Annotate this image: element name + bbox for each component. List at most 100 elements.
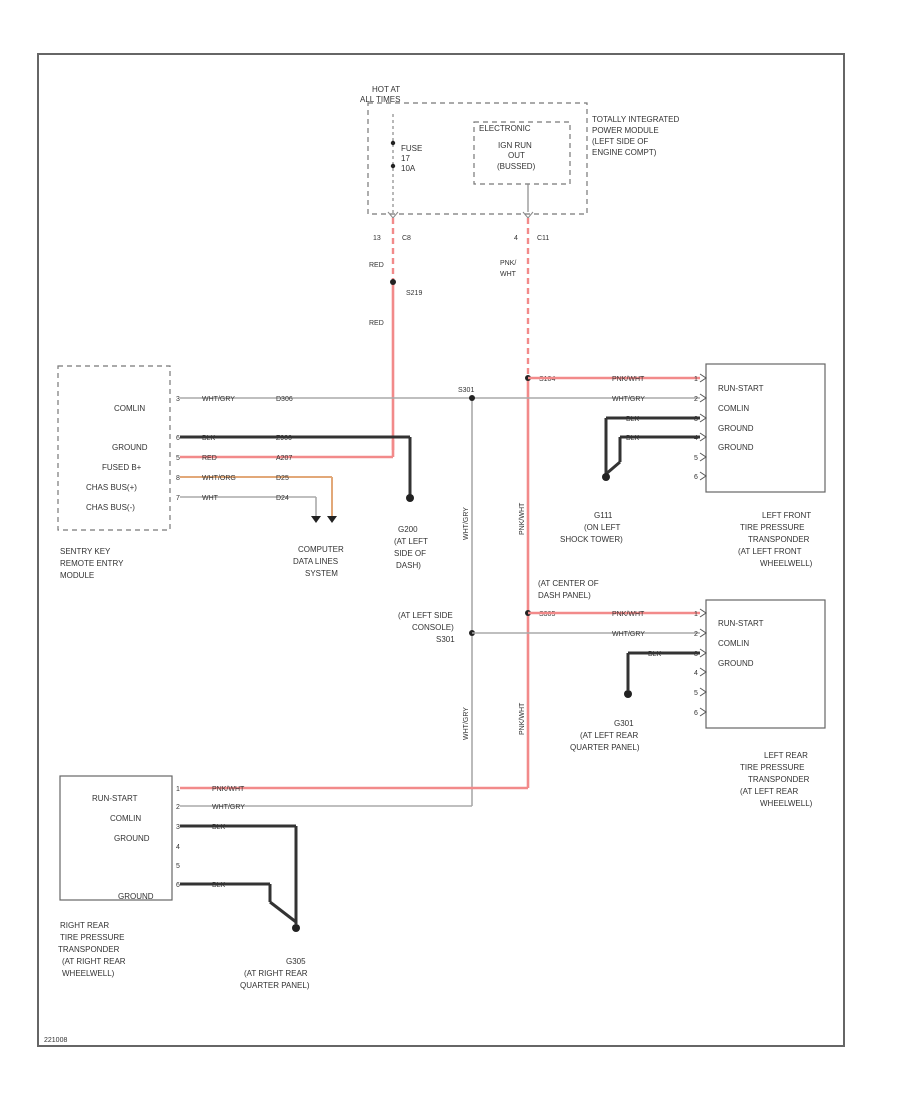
sentry-pin-8: 8 [176,475,180,482]
rr-pin-6: 6 [176,882,180,889]
lr-label-runstart: RUN-START [718,619,764,628]
rr-label-comlin: COMLIN [110,814,141,823]
rr-wire-runstart: PNK/WHT [212,786,245,793]
lf-caption-line3: TRANSPONDER [748,535,810,544]
vert-pnk-wht-upper: PNK/WHT [519,502,526,535]
data-line-arrow-minus [311,516,321,523]
console-splice: (AT LEFT SIDE CONSOLE) S301 [398,611,455,644]
conn-c8-pin: 13 [373,235,381,242]
g200-line3: SIDE OF [394,549,426,558]
lr-wire-runstart: PNK/WHT [612,611,645,618]
rr-label-runstart: RUN-START [92,794,138,803]
lf-pin-1: 1 [694,376,698,383]
lr-sensor-box [705,599,826,729]
sentry-pin-label-chasbus-minus: CHAS BUS(-) [86,503,135,512]
conn-c11-pin: 4 [514,235,518,242]
lf-wire-ground2: BLK [626,435,640,442]
diagram-id: 221008 [44,1037,67,1044]
lf-label-runstart: RUN-START [718,384,764,393]
red-wire-label-2: RED [369,320,384,327]
sentry-caption-line2: REMOTE ENTRY [60,559,124,568]
rr-wire-ground2: BLK [212,882,226,889]
relay-line3: OUT [508,151,525,160]
rr-caption-line4: (AT RIGHT REAR [62,957,126,966]
lf-label-ground2: GROUND [718,443,754,452]
lr-label-ground: GROUND [718,659,754,668]
hot-at-line2: ALL TIMES [360,95,400,104]
lr-caption-line5: WHEELWELL) [760,799,813,808]
rr-sensor-box [59,775,173,901]
sentry-pin-label-ground: GROUND [112,443,148,452]
splice-s219: S219 [406,290,422,297]
relay-line2: IGN RUN [498,141,532,150]
center-dash-line1: (AT CENTER OF [538,579,599,588]
lr-pin-4: 4 [694,670,698,677]
sentry-pin-label-comlin: COMLIN [114,404,145,413]
rr-pin-1: 1 [176,786,180,793]
right-rear-sensor: PNK/WHT WHT/GRY BLK BLK 1 2 3 4 5 6 RUN-… [58,775,528,990]
lr-wire-ground: BLK [648,651,662,658]
rr-pin-4: 4 [176,844,180,851]
power-module-line1: TOTALLY INTEGRATED [592,115,680,124]
rr-wire-ground1: BLK [212,824,226,831]
diagram-frame [37,53,845,1047]
rr-pin-3: 3 [176,824,180,831]
lf-pin-5: 5 [694,455,698,462]
ground-g200: G200 (AT LEFT SIDE OF DASH) [394,494,428,570]
sentry-wire-comlin: WHT/GRY [202,396,235,403]
g200-line2: (AT LEFT [394,537,428,546]
lf-pin-4: 4 [694,435,698,442]
sentry-caption-line1: SENTRY KEY [60,547,111,556]
computer-caption-line3: SYSTEM [305,569,338,578]
sentry-pin-7: 7 [176,495,180,502]
lr-wire-comlin: WHT/GRY [612,631,645,638]
vert-pnk-wht-lower: PNK/WHT [519,702,526,735]
console-line3: S301 [436,635,455,644]
sentry-circ-ground: Z906 [276,435,292,442]
sentry-pin-3: 3 [176,396,180,403]
sentry-pin-5: 5 [176,455,180,462]
relay-line1: ELECTRONIC [479,124,531,133]
rr-caption-line3: TRANSPONDER [58,945,120,954]
sentry-wire-chasbus-minus: WHT [202,495,219,502]
g111-line3: SHOCK TOWER) [560,535,623,544]
rr-label-ground1: GROUND [114,834,150,843]
lf-caption-line4: (AT LEFT FRONT [738,547,802,556]
left-front-sensor: S104 PNK/WHT WHT/GRY BLK BLK 1 2 3 4 5 6… [528,363,826,568]
splice-s301-top: S301 [458,387,474,394]
lr-pin-6: 6 [694,710,698,717]
computer-caption-line2: DATA LINES [293,557,338,566]
sentry-circ-comlin: D306 [276,396,293,403]
data-line-arrow-plus [327,516,337,523]
splice-s305: S305 [539,611,555,618]
sentry-pin-6: 6 [176,435,180,442]
left-rear-sensor: (AT CENTER OF DASH PANEL) S305 PNK/WHT W… [472,579,826,808]
lr-pin-1: 1 [694,611,698,618]
power-module-line4: ENGINE COMPT) [592,148,657,157]
ground-g305-icon [292,924,300,932]
lf-pin-2: 2 [694,396,698,403]
sentry-pin-label-chasbus-plus: CHAS BUS(+) [86,483,137,492]
pnk-wht-run-wire: PNK/ WHT PNK/WHT PNK/WHT [500,218,531,788]
power-module-box [367,102,588,215]
conn-c11: C11 [537,235,549,242]
g301-line2: (AT LEFT REAR [580,731,638,740]
sentry-circ-fused: A207 [276,455,292,462]
pnk-wht-label-line2: WHT [500,271,517,278]
hot-at-line1: HOT AT [372,85,400,94]
g305-line2: (AT RIGHT REAR [244,969,308,978]
computer-data-lines: COMPUTER DATA LINES SYSTEM [293,516,344,578]
g111-line1: G111 [594,511,613,520]
g301-line1: G301 [614,719,634,728]
comlin-bus: S301 WHT/GRY WHT/GRY [180,387,700,806]
lf-wire-runstart: PNK/WHT [612,376,645,383]
lr-pin-5: 5 [694,690,698,697]
lr-pin-3: 3 [694,651,698,658]
lr-caption-line1: LEFT REAR [764,751,808,760]
lf-wire-ground1: BLK [626,416,640,423]
relay-line4: (BUSSED) [497,162,536,171]
sentry-circ-chasbus-minus: D24 [276,495,289,502]
power-module-line2: POWER MODULE [592,126,659,135]
g305-line1: G305 [286,957,306,966]
